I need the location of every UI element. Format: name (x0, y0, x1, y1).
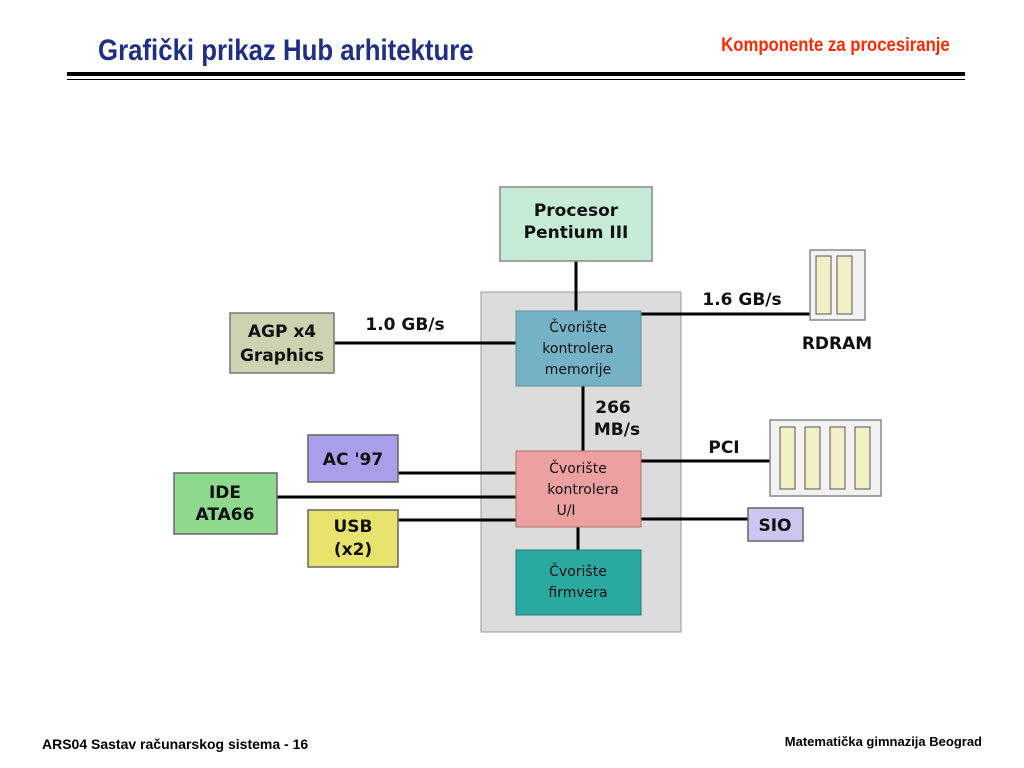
agp-label-line2: Graphics (240, 346, 324, 366)
hub-link-rate-unit: MB/s (594, 420, 640, 440)
pci-label: PCI (708, 438, 739, 458)
ich-label-line1: Čvorište (549, 459, 607, 477)
mch-label-line2: kontrolera (542, 341, 613, 357)
ide-label-line2: ATA66 (196, 505, 255, 525)
agp-graphics-box: AGP x4 Graphics (229, 312, 335, 374)
ide-label-line1: IDE (209, 483, 241, 503)
io-controller-hub: Čvorište kontrolera U/I (515, 450, 642, 528)
slide-title: Grafički prikaz Hub arhitekture (98, 34, 474, 67)
processor-box: Procesor Pentium III (499, 186, 653, 262)
slide-subtitle: Komponente za procesiranje (721, 35, 950, 56)
sio-label: SIO (758, 516, 791, 536)
agp-rate-label: 1.0 GB/s (365, 315, 444, 335)
usb-label-line1: USB (333, 517, 372, 537)
rdram-module-icon (809, 249, 866, 321)
usb-box: USB (x2) (307, 509, 399, 568)
processor-label-line2: Pentium III (524, 223, 629, 243)
title-rule-thick (67, 72, 965, 76)
fwh-label-line2: firmvera (548, 585, 607, 601)
rdram-label: RDRAM (802, 334, 872, 354)
ich-label-line2: kontrolera (547, 482, 618, 498)
sio-box: SIO (747, 507, 804, 542)
firmware-hub: Čvorište firmvera (515, 549, 642, 616)
ide-box: IDE ATA66 (173, 472, 278, 535)
processor-label-line1: Procesor (534, 201, 619, 221)
usb-label-line2: (x2) (334, 540, 372, 560)
title-rule-thin (67, 79, 965, 80)
pci-slots-icon (769, 419, 882, 497)
footer-course-label: ARS04 Sastav računarskog sistema - 16 (42, 736, 309, 752)
ac97-label: AC '97 (323, 450, 383, 470)
mch-label-line1: Čvorište (549, 318, 607, 336)
hub-link-rate-value: 266 (595, 398, 631, 418)
agp-label-line1: AGP x4 (248, 322, 316, 342)
footer-school-label: Matematička gimnazija Beograd (784, 734, 982, 749)
ich-label-line3: U/I (556, 503, 575, 519)
mch-label-line3: memorije (545, 362, 612, 378)
rdram-rate-label: 1.6 GB/s (702, 290, 781, 310)
fwh-label-line1: Čvorište (549, 562, 607, 580)
ac97-box: AC '97 (307, 434, 399, 483)
memory-controller-hub: Čvorište kontrolera memorije (515, 310, 642, 387)
